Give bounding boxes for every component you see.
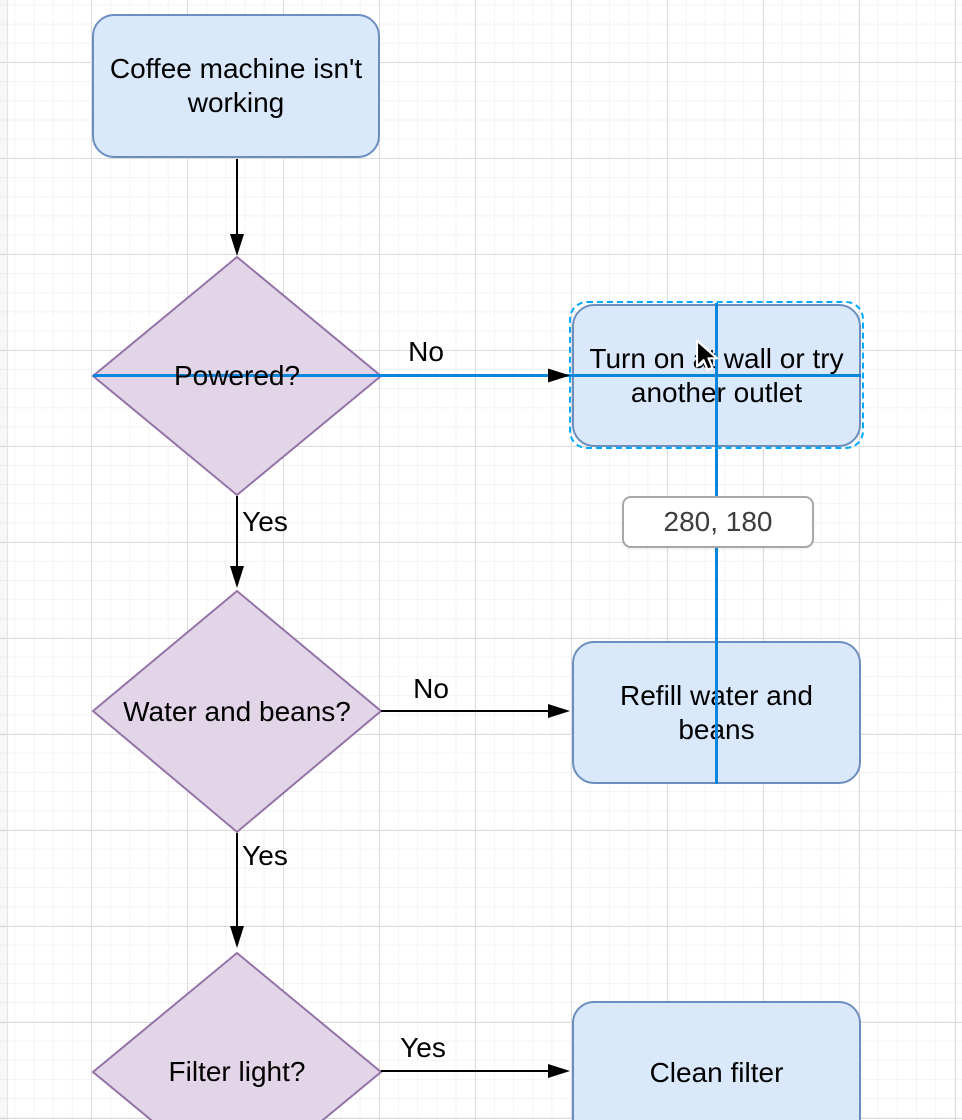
node-start-label: working [187, 87, 285, 118]
decision-filter-light-label: Filter light? [168, 1056, 306, 1087]
decision-powered-label: Powered? [173, 360, 301, 391]
edge-label-water-yes[interactable]: Yes [242, 840, 288, 871]
node-start[interactable]: Coffee machine isn't working [92, 14, 380, 158]
canvas-left-edge [0, 0, 8, 1120]
decision-filter-light[interactable] [91, 951, 383, 1120]
edge-label-powered-yes[interactable]: Yes [242, 506, 288, 537]
edge-label-water-no[interactable]: No [413, 673, 449, 704]
selection-outline [569, 301, 864, 449]
edge-label-powered-no[interactable]: No [408, 336, 444, 367]
node-start-label: Coffee machine isn't [109, 53, 363, 84]
arrow-pointer-icon [695, 339, 719, 371]
horizontal-alignment-guide [93, 374, 861, 377]
drag-coordinates-text: 280, 180 [663, 506, 773, 537]
drag-coordinates-tooltip: 280, 180 [622, 496, 814, 548]
node-clean-filter-label: Clean filter [649, 1056, 784, 1088]
edge-label-filter-yes[interactable]: Yes [400, 1032, 446, 1063]
node-clean-filter[interactable]: Clean filter [572, 1001, 861, 1120]
decision-water-beans-label: Water and beans? [123, 696, 351, 727]
decision-water-beans[interactable] [91, 589, 383, 834]
